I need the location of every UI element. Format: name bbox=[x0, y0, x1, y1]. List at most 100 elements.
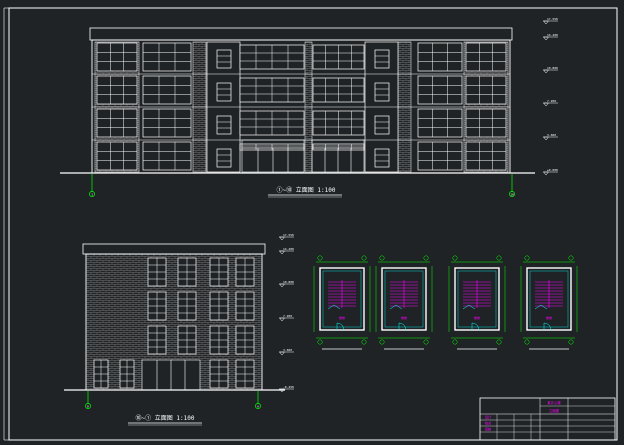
window bbox=[209, 291, 229, 321]
window bbox=[177, 291, 197, 321]
window bbox=[465, 75, 507, 105]
window bbox=[374, 49, 390, 69]
window bbox=[417, 108, 463, 138]
side-level-marks: 17.550 14.400 10.800 7.200 3.600 -0.450 bbox=[278, 233, 294, 393]
title-block-row-label: 设计 bbox=[485, 415, 492, 420]
window bbox=[177, 257, 197, 287]
level-text: 14.400 bbox=[547, 33, 558, 37]
window bbox=[209, 359, 229, 389]
stair-plan-label: 楼梯 bbox=[546, 315, 552, 320]
stair-plan-label: 楼梯 bbox=[339, 315, 345, 320]
level-text: 3.600 bbox=[547, 133, 556, 137]
level-text: 7.200 bbox=[283, 314, 292, 318]
level-text: 10.800 bbox=[547, 66, 558, 70]
front-level-marks: 17.550 14.400 10.800 7.200 3.600 ±0.000 bbox=[542, 17, 558, 176]
level-mark: 3.600 bbox=[542, 133, 558, 141]
side-axis-left: D bbox=[87, 405, 89, 409]
title-block-project: 某办公楼 bbox=[547, 400, 561, 405]
level-mark: ±0.000 bbox=[542, 168, 558, 176]
window bbox=[142, 75, 192, 105]
level-mark: 10.800 bbox=[278, 280, 294, 288]
level-mark: 17.550 bbox=[278, 233, 294, 241]
front-windows bbox=[96, 42, 507, 171]
level-text: 10.800 bbox=[283, 280, 294, 284]
window bbox=[209, 257, 229, 287]
level-mark: 7.200 bbox=[278, 314, 294, 322]
side-entrance bbox=[141, 359, 201, 391]
window bbox=[465, 108, 507, 138]
window bbox=[142, 141, 192, 171]
stair-plan: 楼梯 bbox=[313, 255, 371, 350]
level-text: ±0.000 bbox=[547, 168, 558, 172]
window bbox=[142, 108, 192, 138]
window bbox=[312, 44, 365, 70]
level-mark: 14.400 bbox=[278, 247, 294, 255]
sheet-border bbox=[3, 7, 618, 441]
level-mark: 14.400 bbox=[542, 33, 558, 41]
front-axis-left: 1 bbox=[91, 193, 93, 197]
stair-plan-label: 楼梯 bbox=[401, 315, 407, 320]
title-block-row-label: 校对 bbox=[485, 421, 492, 426]
stair-plan: 楼梯 bbox=[375, 255, 433, 350]
title-block-row-label: 审核 bbox=[485, 427, 492, 432]
window bbox=[147, 325, 167, 355]
axis-marker bbox=[255, 403, 261, 409]
window bbox=[119, 359, 135, 389]
window bbox=[417, 75, 463, 105]
window bbox=[239, 77, 305, 103]
stair-plan: 楼梯 bbox=[448, 255, 506, 350]
front-parapet bbox=[89, 27, 513, 41]
window bbox=[465, 42, 507, 72]
window bbox=[465, 141, 507, 171]
title-block-drawing-name: 立面图 bbox=[549, 408, 560, 413]
side-parapet bbox=[82, 243, 266, 255]
window bbox=[312, 143, 365, 151]
window bbox=[96, 75, 138, 105]
axis-marker bbox=[85, 403, 91, 409]
level-mark: 3.600 bbox=[278, 348, 294, 356]
window bbox=[235, 325, 255, 355]
level-text: -0.450 bbox=[283, 385, 294, 389]
window bbox=[216, 148, 232, 168]
window bbox=[209, 325, 229, 355]
window bbox=[142, 42, 192, 72]
window bbox=[235, 257, 255, 287]
window bbox=[374, 115, 390, 135]
window bbox=[147, 257, 167, 287]
front-axis-right: 10 bbox=[510, 193, 514, 197]
window bbox=[374, 82, 390, 102]
window bbox=[312, 77, 365, 103]
stair-plans: 楼梯 楼梯 楼梯 楼梯 bbox=[313, 255, 578, 350]
level-mark: 7.200 bbox=[542, 99, 558, 107]
window bbox=[177, 325, 197, 355]
front-entrance-doors bbox=[241, 139, 365, 173]
window bbox=[235, 291, 255, 321]
front-elevation-title: ①~⑩ 立面图 1:100 bbox=[277, 186, 336, 194]
level-text: 17.550 bbox=[547, 17, 558, 21]
level-mark: 10.800 bbox=[542, 66, 558, 74]
axis-marker bbox=[509, 191, 515, 197]
window bbox=[312, 110, 365, 136]
window bbox=[239, 44, 305, 70]
window bbox=[96, 42, 138, 72]
window bbox=[417, 141, 463, 171]
stair-plan-label: 楼梯 bbox=[474, 315, 480, 320]
window bbox=[147, 291, 167, 321]
window bbox=[93, 359, 109, 389]
side-windows bbox=[93, 257, 255, 389]
level-mark: 17.550 bbox=[542, 17, 558, 25]
window bbox=[239, 110, 305, 136]
level-text: 17.550 bbox=[283, 233, 294, 237]
side-elevation-title: ⑩~① 立面图 1:100 bbox=[136, 414, 195, 422]
stair-plan: 楼梯 bbox=[520, 255, 578, 350]
window bbox=[96, 141, 138, 171]
window bbox=[417, 42, 463, 72]
level-mark: -0.450 bbox=[278, 385, 294, 393]
window bbox=[216, 49, 232, 69]
window bbox=[216, 115, 232, 135]
